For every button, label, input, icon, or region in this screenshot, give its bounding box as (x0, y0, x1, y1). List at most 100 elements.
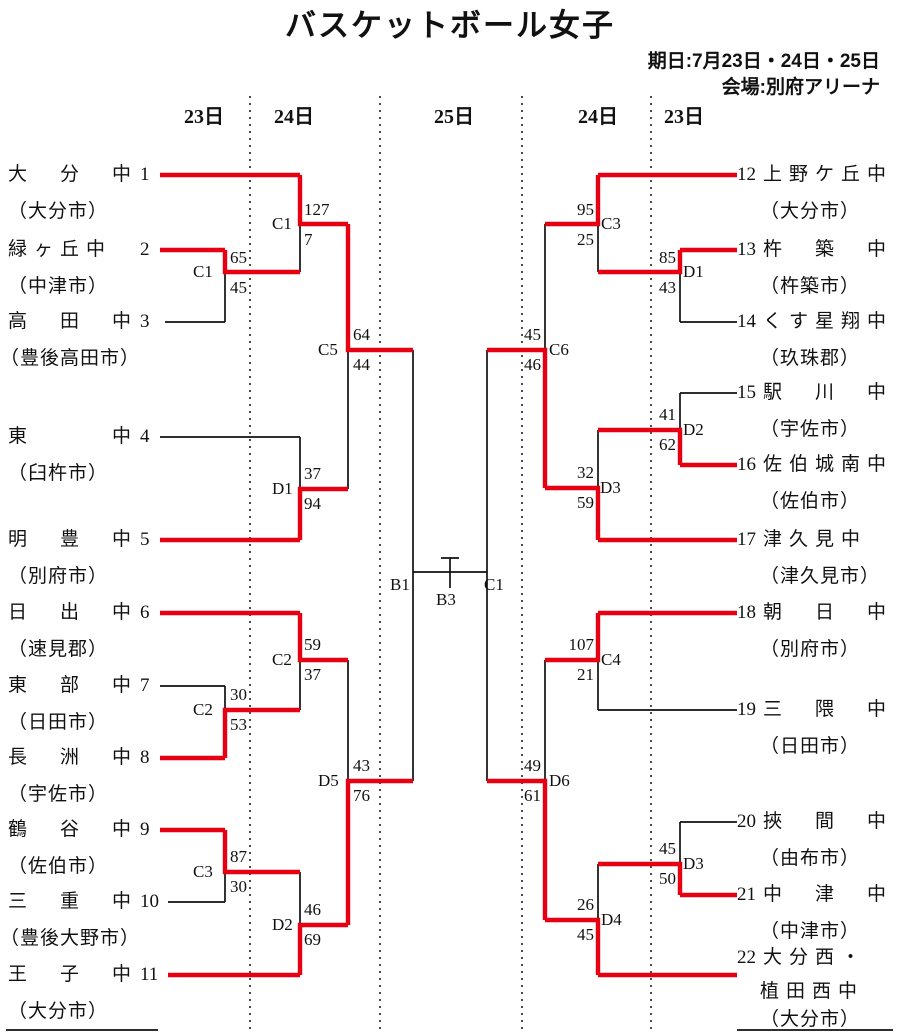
team-right-14-name: くす星翔中 (763, 311, 894, 332)
match-label-c6: C6 (549, 340, 569, 359)
team-right-17-name: 津久見中 (763, 529, 868, 550)
team-left-8-seed: 8 (140, 747, 150, 768)
team-left-11-seed: 11 (140, 964, 159, 985)
score-c6-bottom: 46 (524, 355, 541, 374)
team-left-9-name: 鶴 谷 中 (8, 819, 139, 840)
match-label-d2-right: D2 (683, 420, 704, 439)
score-c2r2-top: 59 (304, 635, 321, 654)
score-d4-bottom: 45 (577, 925, 594, 944)
match-label-c2-round2-left: C2 (272, 650, 292, 669)
team-left-1-city: （大分市） (8, 201, 109, 222)
team-right-20-seed: 20 (737, 811, 756, 832)
column-header-day24-right: 24日 (578, 106, 618, 128)
team-left-10-city: （豊後大野市） (0, 928, 141, 949)
team-right-18-city: （別府市） (760, 639, 861, 660)
team-right-17-city: （津久見市） (760, 566, 881, 587)
team-left-2-city: （中津市） (8, 276, 109, 297)
team-left-10-seed: 10 (140, 891, 159, 912)
team-right-20-city: （由布市） (760, 848, 861, 869)
team-right-21-city: （中津市） (760, 921, 861, 942)
team-left-7-seed: 7 (140, 675, 150, 696)
team-left-6-name: 日 出 中 (8, 602, 139, 623)
match-label-d4: D4 (601, 910, 622, 929)
score-c2r2-bottom: 37 (304, 665, 321, 684)
score-d3a-bottom: 59 (577, 493, 594, 512)
match-label-d6: D6 (549, 771, 570, 790)
team-left-3-name: 高 田 中 (8, 311, 139, 332)
team-left-2-name: 緑ヶ丘中 (8, 239, 113, 260)
team-right-20: 20 挾 間 中 (737, 812, 893, 832)
team-left-2-seed: 2 (140, 239, 150, 260)
team-left-7-name: 東 部 中 (8, 675, 139, 696)
score-d2r-top: 41 (659, 405, 676, 424)
score-d1r-bottom: 43 (659, 278, 676, 297)
team-right-21-seed: 21 (737, 884, 756, 905)
team-right-17: 17 津久見中 (737, 530, 867, 550)
team-left-11-city: （大分市） (8, 1001, 109, 1022)
score-c5-top: 64 (353, 325, 370, 344)
score-c1r2-top: 127 (304, 200, 330, 219)
match-label-d3-lower-right: D3 (683, 854, 704, 873)
team-right-15-name: 駅 川 中 (763, 382, 894, 403)
team-left-4-city: （臼杵市） (8, 463, 109, 484)
score-d3b-bottom: 50 (659, 869, 676, 888)
team-right-18-seed: 18 (737, 602, 756, 623)
score-c4-bottom: 21 (577, 665, 594, 684)
score-c1r2-bottom: 7 (304, 230, 313, 249)
score-c2r1-top: 30 (230, 685, 247, 704)
score-d5-bottom: 76 (353, 786, 370, 805)
score-c4-top: 107 (568, 635, 595, 654)
score-c5-bottom: 44 (353, 355, 370, 374)
team-right-22-name: 大分西・ (763, 947, 868, 968)
column-header-day24-left: 24日 (274, 106, 314, 128)
score-d6-top: 49 (524, 756, 541, 775)
score-c3r-top: 95 (577, 200, 594, 219)
team-left-6-seed: 6 (140, 602, 150, 623)
score-d1r-top: 85 (659, 248, 676, 267)
score-d1-top: 37 (304, 464, 321, 483)
score-d2l-bottom: 69 (304, 930, 321, 949)
score-d6-bottom: 61 (524, 786, 541, 805)
match-label-c5: C5 (318, 340, 338, 359)
score-d2l-top: 46 (304, 900, 321, 919)
match-label-c1-round1-left: C1 (193, 262, 213, 281)
team-left-8-name: 長 洲 中 (8, 747, 139, 768)
team-right-20-name: 挾 間 中 (763, 811, 894, 832)
team-right-16-name: 佐伯城南中 (763, 454, 894, 475)
score-d3a-top: 32 (577, 463, 594, 482)
bracket-black-lines (6, 224, 893, 1031)
score-d3b-top: 45 (659, 839, 676, 858)
team-right-15-seed: 15 (737, 382, 756, 403)
score-c1r1-bottom: 45 (230, 278, 247, 297)
score-c6-top: 45 (524, 325, 541, 344)
team-right-17-seed: 17 (737, 529, 756, 550)
match-label-c1-round2-left: C1 (272, 214, 292, 233)
team-left-1-seed: 1 (140, 164, 150, 185)
winner-red-lines (160, 172, 737, 978)
score-c2r1-bottom: 53 (230, 715, 247, 734)
score-c3l-top: 87 (230, 847, 247, 866)
match-label-d1-left: D1 (272, 479, 293, 498)
team-left-2: 緑ヶ丘中 2 (8, 240, 150, 260)
team-left-8-city: （宇佐市） (8, 784, 109, 805)
match-label-c2-round1-left: C2 (193, 700, 213, 719)
team-left-4-seed: 4 (140, 426, 150, 447)
score-d2r-bottom: 62 (659, 435, 676, 454)
team-left-7-city: （日田市） (8, 712, 109, 733)
match-label-d3-upper-right: D3 (600, 478, 621, 497)
column-header-day25: 25日 (434, 106, 474, 128)
team-right-22-city: （大分市） (760, 1009, 861, 1030)
